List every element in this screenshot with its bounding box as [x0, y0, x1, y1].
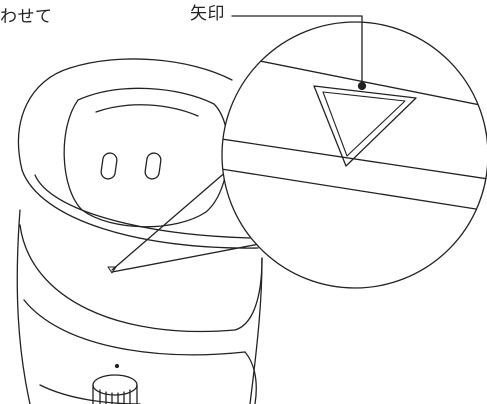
dial-knob [92, 363, 138, 404]
zoom-line-upper [111, 169, 229, 271]
magnifier [221, 21, 487, 289]
instruction-text: わせて [0, 7, 53, 27]
face-screen [63, 87, 229, 228]
eye-right [144, 152, 162, 180]
top-frame [17, 58, 259, 249]
arrow-mark-small [107, 266, 117, 274]
zoom-line-lower [111, 241, 271, 273]
device-body [16, 209, 263, 404]
arrow-mark-magnified [313, 85, 417, 167]
eye-left [100, 152, 118, 180]
arrow-callout-label: 矢印 [190, 4, 225, 24]
callout-leader [231, 15, 363, 87]
